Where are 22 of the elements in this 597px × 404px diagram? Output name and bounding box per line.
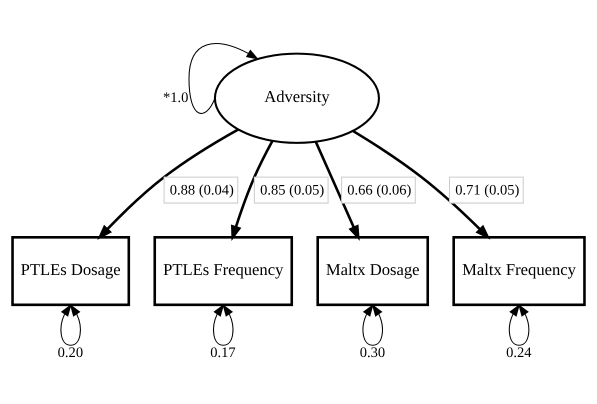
node-box: Maltx Dosage	[316, 236, 430, 306]
arrow	[188, 43, 259, 114]
node-box: PTLEs Frequency	[153, 236, 294, 306]
arrow	[352, 130, 490, 240]
arrow	[230, 140, 274, 241]
node-box: Maltx Frequency	[452, 236, 586, 306]
node-ellipse: Adversity	[214, 52, 380, 144]
arrow	[60, 304, 81, 346]
edge-label: 0.30	[360, 344, 386, 361]
edge-label: *1.0	[163, 90, 188, 106]
arrow	[362, 304, 383, 346]
edge-label: 0.20	[58, 344, 84, 361]
edge-label: 0.71 (0.05)	[455, 182, 520, 198]
arrow	[314, 141, 360, 241]
node-box: PTLEs Dosage	[11, 236, 130, 306]
edge-label: 0.24	[506, 344, 532, 361]
edge-label: 0.66 (0.06)	[347, 182, 412, 198]
arrow	[213, 304, 234, 346]
edge-label: 0.85 (0.05)	[260, 182, 324, 198]
edge-label: 0.17	[210, 344, 236, 361]
arrow	[508, 304, 530, 346]
edge-label: 0.88 (0.04)	[170, 182, 234, 198]
